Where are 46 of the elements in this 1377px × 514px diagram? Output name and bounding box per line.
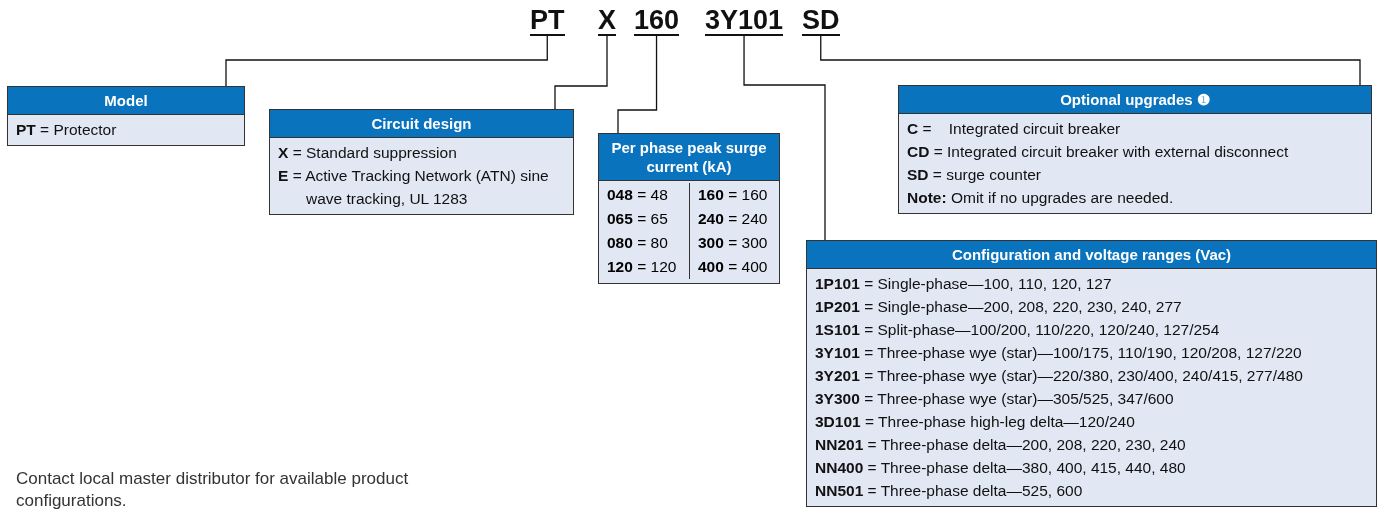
code-definition: NN201 = Three-phase delta—200, 208, 220, 230, 240 bbox=[814, 435, 1187, 455]
code-definition: CD = Integrated circuit breaker with external disconnect bbox=[906, 142, 1290, 162]
code-definition: X = Standard suppression bbox=[277, 143, 458, 163]
code-definition: C = Integrated circuit breaker bbox=[906, 119, 1122, 139]
connector-line bbox=[225, 35, 548, 87]
code-definition: 3D101 = Three-phase high-leg delta—120/240 bbox=[814, 412, 1136, 432]
table-cell: 300 = 300 bbox=[689, 231, 779, 255]
table-cell-text: 080 = 80 bbox=[606, 233, 669, 253]
code-definition: 1P101 = Single-phase—100, 110, 120, 127 bbox=[814, 274, 1113, 294]
code-definition: NN501 = Three-phase delta—525, 600 bbox=[814, 481, 1084, 501]
table-cell-text: 120 = 120 bbox=[606, 257, 678, 277]
table-header: Model bbox=[8, 87, 244, 115]
code-segment: X bbox=[598, 6, 616, 36]
connector-line bbox=[743, 35, 826, 241]
code-definition: Note: Omit if no upgrades are needed. bbox=[906, 188, 1175, 208]
code-table bbox=[598, 133, 780, 284]
code-definition: PT = Protector bbox=[15, 120, 118, 140]
code-definition: 3Y201 = Three-phase wye (star)—220/380, 230/400, 240/415, 277/480 bbox=[814, 366, 1304, 386]
note-text: Contact local master distributor for available product configurations. bbox=[16, 468, 410, 512]
table-cell: 400 = 400 bbox=[689, 255, 779, 279]
connector-line bbox=[554, 35, 608, 110]
table-cell: 160 = 160 bbox=[689, 183, 779, 207]
code-table bbox=[269, 109, 574, 215]
table-cell: 240 = 240 bbox=[689, 207, 779, 231]
code-segment: SD bbox=[802, 6, 840, 36]
table-header: Circuit design bbox=[270, 110, 573, 138]
connector-line bbox=[820, 35, 1361, 86]
code-definition: E = Active Tracking Network (ATN) sine wave tracking, UL 1283 bbox=[277, 166, 550, 209]
connector-line bbox=[617, 35, 658, 134]
code-definition: 3Y300 = Three-phase wye (star)—305/525, 347/600 bbox=[814, 389, 1175, 409]
code-definition: 1P201 = Single-phase—200, 208, 220, 230, 240, 277 bbox=[814, 297, 1183, 317]
table-cell-text: 065 = 65 bbox=[606, 209, 669, 229]
code-table bbox=[7, 86, 245, 146]
code-segment: 3Y101 bbox=[705, 6, 784, 36]
code-definition: SD = surge counter bbox=[906, 165, 1042, 185]
code-segment: PT bbox=[530, 6, 565, 36]
code-definition: 1S101 = Split-phase—100/200, 110/220, 120/240, 127/254 bbox=[814, 320, 1221, 340]
table-header: Per phase peak surge current (kA) bbox=[599, 134, 779, 181]
code-segment: 160 bbox=[634, 6, 680, 36]
code-definition: NN400 = Three-phase delta—380, 400, 415, 440, 480 bbox=[814, 458, 1187, 478]
code-definition: 3Y101 = Three-phase wye (star)—100/175, 110/190, 120/208, 127/220 bbox=[814, 343, 1303, 363]
code-table bbox=[898, 85, 1372, 214]
table-header: Optional upgrades ❶ bbox=[899, 86, 1371, 114]
table-header: Configuration and voltage ranges (Vac) bbox=[807, 241, 1376, 269]
table-cell-text: 048 = 48 bbox=[606, 185, 669, 205]
code-table bbox=[806, 240, 1377, 507]
